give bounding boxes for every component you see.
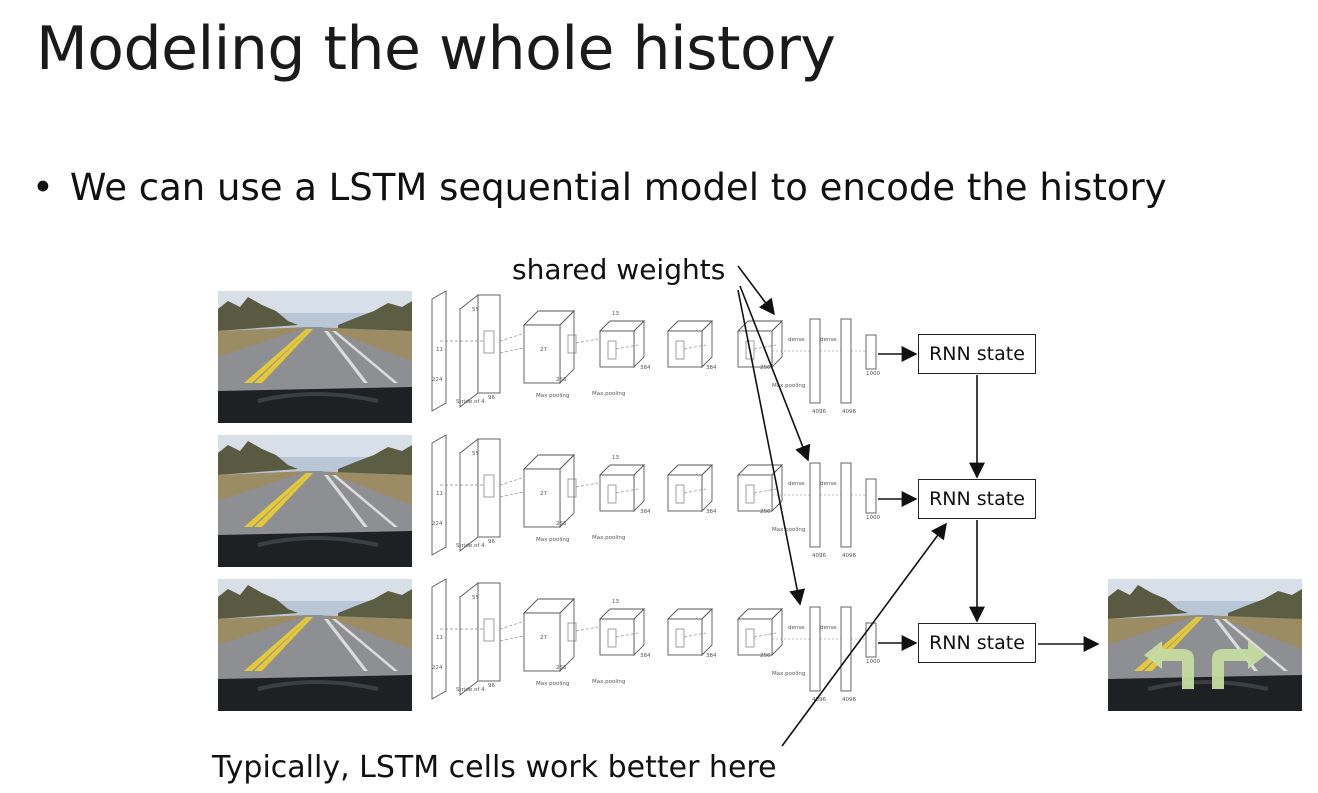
- svg-text:384: 384: [640, 365, 651, 371]
- slide-title: Modeling the whole history: [36, 14, 836, 84]
- svg-text:256: 256: [760, 653, 771, 659]
- svg-text:55: 55: [472, 451, 479, 457]
- svg-text:13: 13: [612, 311, 619, 317]
- svg-text:27: 27: [540, 635, 547, 641]
- svg-text:13: 13: [612, 599, 619, 605]
- svg-text:1000: 1000: [866, 515, 880, 521]
- svg-text:256: 256: [760, 365, 771, 371]
- svg-text:27: 27: [540, 347, 547, 353]
- svg-text:dense: dense: [820, 625, 837, 631]
- svg-text:Max pooling: Max pooling: [772, 527, 805, 533]
- svg-text:11: 11: [436, 635, 443, 641]
- svg-text:11: 11: [436, 491, 443, 497]
- svg-text:384: 384: [640, 509, 651, 515]
- shared-weights-label: shared weights: [512, 253, 726, 286]
- svg-text:dense: dense: [820, 481, 837, 487]
- svg-text:384: 384: [706, 509, 717, 515]
- lstm-note-arrow: [781, 522, 947, 747]
- lstm-note-label: Typically, LSTM cells work better here: [212, 750, 777, 785]
- svg-text:384: 384: [706, 365, 717, 371]
- svg-text:55: 55: [472, 307, 479, 313]
- svg-text:dense: dense: [820, 337, 837, 343]
- svg-text:256: 256: [760, 509, 771, 515]
- svg-text:Max pooling: Max pooling: [772, 671, 805, 677]
- road-frame-2-image: [218, 435, 412, 567]
- svg-text:Max pooling: Max pooling: [592, 679, 625, 685]
- svg-text:Max pooling: Max pooling: [536, 537, 569, 543]
- svg-text:11: 11: [436, 347, 443, 353]
- svg-text:4096: 4096: [842, 697, 856, 703]
- road-output-image: [1108, 579, 1302, 711]
- svg-text:224: 224: [432, 665, 443, 671]
- svg-text:4096: 4096: [842, 553, 856, 559]
- shared-weights-arrow-3: [737, 289, 806, 606]
- svg-text:224: 224: [432, 377, 443, 383]
- svg-text:dense: dense: [788, 337, 805, 343]
- shared-weights-arrow-1: [737, 265, 775, 316]
- rnn-state-box-2: RNN state: [918, 479, 1036, 519]
- bullet-text: We can use a LSTM sequential model to en…: [69, 166, 1167, 209]
- svg-text:224: 224: [432, 521, 443, 527]
- svg-text:13: 13: [612, 455, 619, 461]
- rnn-state-box-1: RNN state: [918, 334, 1036, 374]
- svg-text:Max pooling: Max pooling: [536, 393, 569, 399]
- svg-text:384: 384: [640, 653, 651, 659]
- svg-text:Max pooling: Max pooling: [772, 383, 805, 389]
- bullet-marker: •: [32, 166, 54, 209]
- svg-text:Max pooling: Max pooling: [592, 535, 625, 541]
- svg-text:4096: 4096: [842, 409, 856, 415]
- svg-text:96: 96: [488, 395, 495, 401]
- svg-text:1000: 1000: [866, 659, 880, 665]
- svg-text:Max pooling: Max pooling: [592, 391, 625, 397]
- svg-text:256: 256: [556, 665, 567, 671]
- road-frame-1-image: [218, 291, 412, 423]
- svg-text:256: 256: [556, 521, 567, 527]
- svg-text:dense: dense: [788, 481, 805, 487]
- svg-text:4096: 4096: [812, 553, 826, 559]
- svg-text:4096: 4096: [812, 697, 826, 703]
- rnn-state-box-3: RNN state: [918, 623, 1036, 663]
- road-frame-3-image: [218, 579, 412, 711]
- svg-text:4096: 4096: [812, 409, 826, 415]
- svg-text:27: 27: [540, 491, 547, 497]
- svg-text:Max pooling: Max pooling: [536, 681, 569, 687]
- svg-text:384: 384: [706, 653, 717, 659]
- svg-text:Stride of 4: Stride of 4: [456, 399, 485, 405]
- shared-weights-arrow-2: [739, 285, 811, 462]
- svg-text:96: 96: [488, 683, 495, 689]
- svg-text:dense: dense: [788, 625, 805, 631]
- svg-text:1000: 1000: [866, 371, 880, 377]
- svg-text:Stride of 4: Stride of 4: [456, 543, 485, 549]
- svg-text:96: 96: [488, 539, 495, 545]
- svg-text:256: 256: [556, 377, 567, 383]
- svg-text:Stride of 4: Stride of 4: [456, 687, 485, 693]
- bullet-line: • We can use a LSTM sequential model to e…: [32, 166, 1167, 209]
- svg-text:55: 55: [472, 595, 479, 601]
